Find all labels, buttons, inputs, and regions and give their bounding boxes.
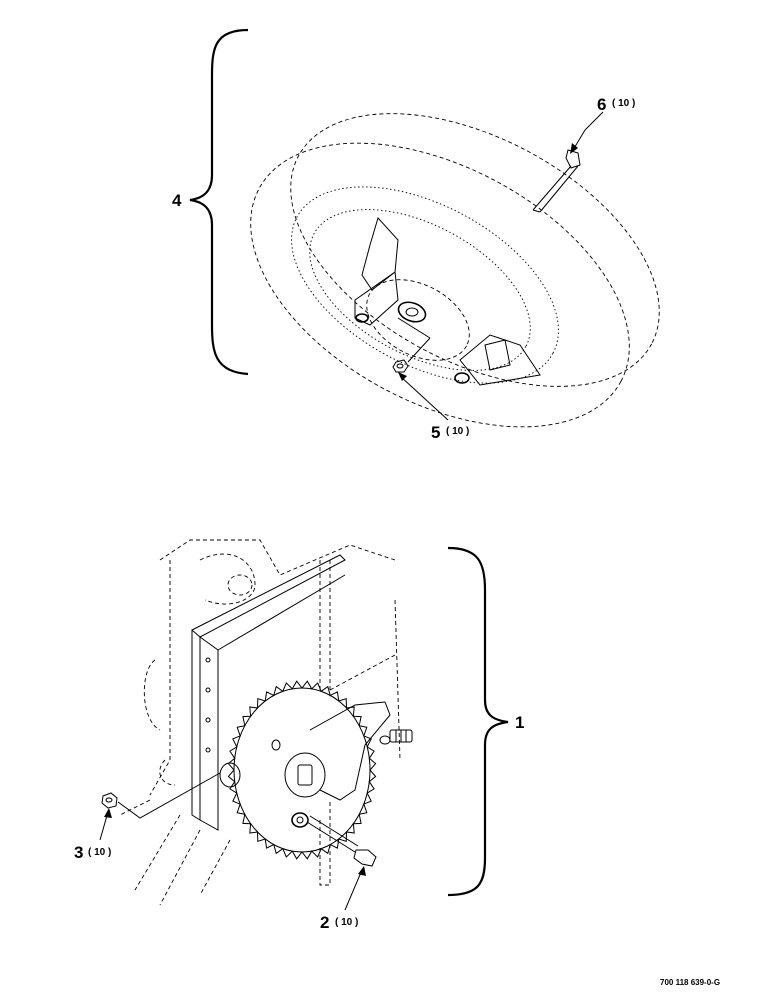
callout-6: 6 ( 10 ): [597, 95, 635, 114]
svg-text:( 10 ): ( 10 ): [88, 847, 111, 858]
leader-lines: [99, 111, 604, 911]
callout-5: 5 ( 10 ): [431, 423, 469, 442]
brace-item-1: [447, 546, 509, 897]
svg-text:4: 4: [172, 191, 182, 210]
svg-text:( 10 ): ( 10 ): [335, 917, 358, 928]
bolt-item-6: [532, 149, 581, 213]
svg-text:1: 1: [515, 713, 524, 732]
brace-item-4: [189, 28, 249, 376]
callout-1: 1: [515, 713, 524, 732]
callout-3: 3 ( 10 ): [74, 843, 111, 862]
nut-item-5: [392, 359, 409, 373]
svg-text:2: 2: [320, 913, 329, 932]
svg-text:( 10 ): ( 10 ): [446, 426, 469, 437]
figure-id: 700 118 639-0-G: [660, 978, 720, 987]
svg-text:( 10 ): ( 10 ): [612, 98, 635, 109]
callout-2: 2 ( 10 ): [320, 913, 358, 932]
wheel-assembly: [250, 113, 660, 428]
svg-text:3: 3: [74, 843, 83, 862]
bolt-item-2: [306, 815, 377, 867]
nut-item-3: [101, 792, 118, 809]
sprocket-assembly: [119, 539, 413, 906]
svg-text:6: 6: [597, 95, 606, 114]
svg-text:5: 5: [431, 423, 440, 442]
callout-4: 4: [172, 191, 182, 210]
